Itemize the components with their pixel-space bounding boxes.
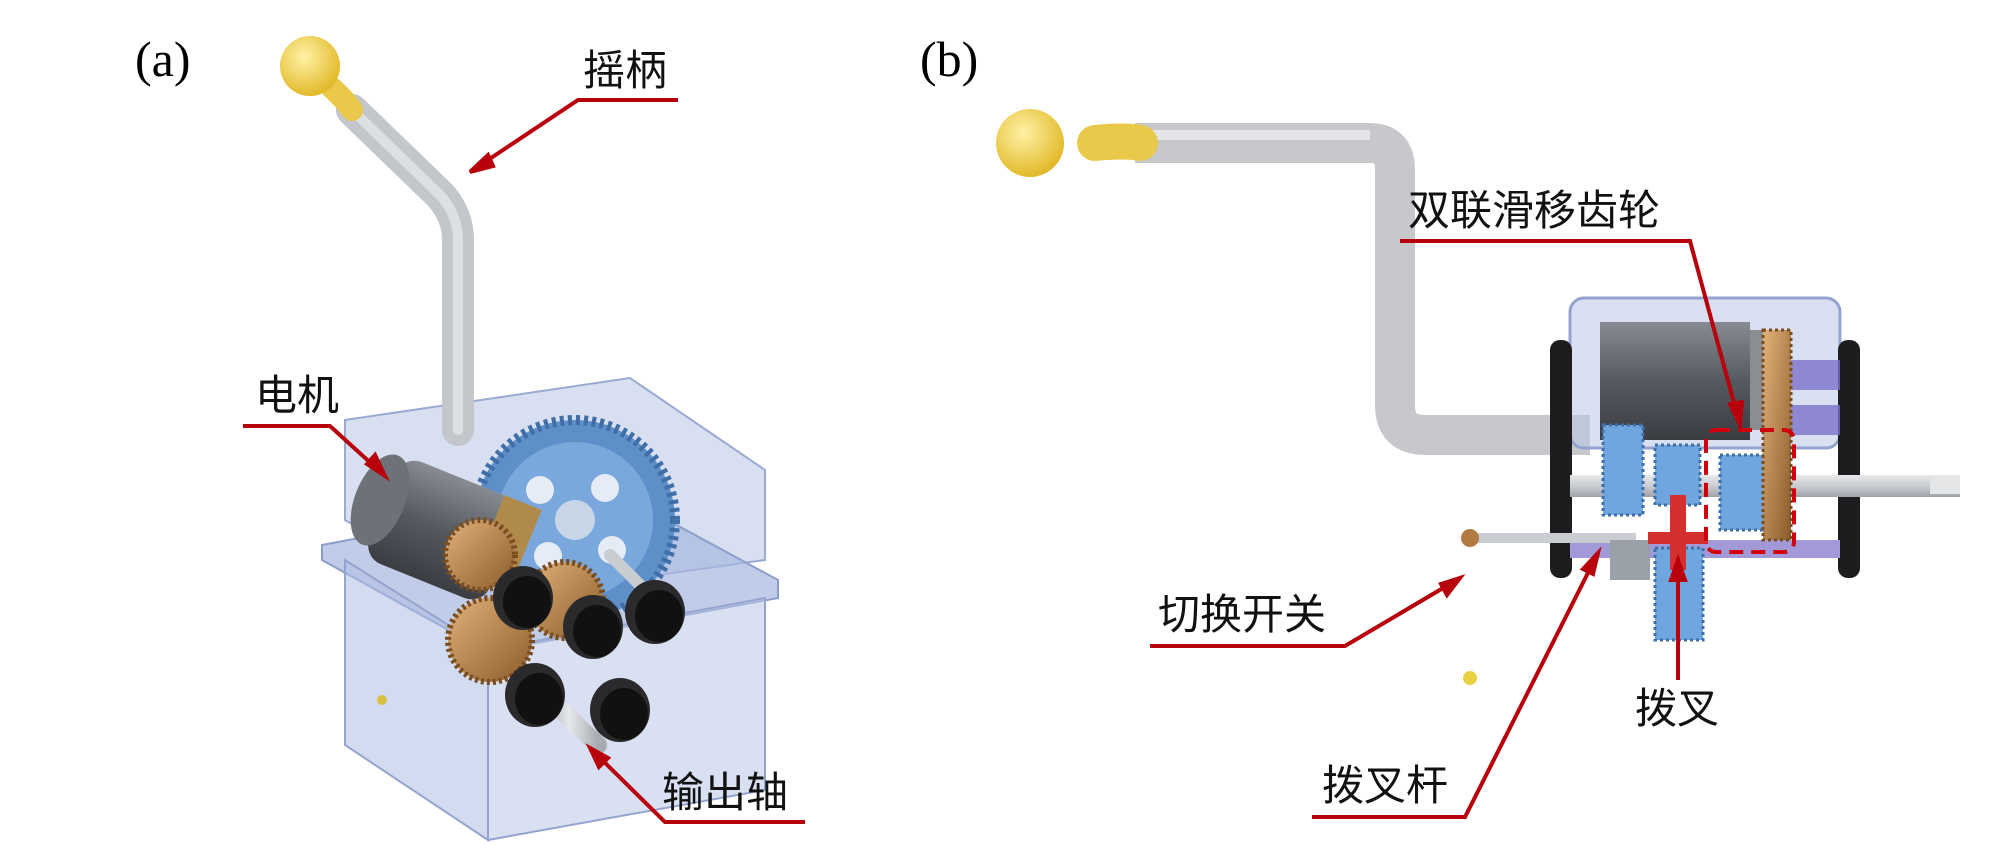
callout-crank: 摇柄 bbox=[583, 46, 668, 95]
crank-handle bbox=[280, 36, 474, 446]
callout-switch: 切换开关 bbox=[1158, 590, 1327, 639]
side-plate-right bbox=[1838, 340, 1860, 578]
panel-b-leaders bbox=[1150, 239, 1745, 819]
crank-knob-b bbox=[996, 109, 1064, 177]
callout-shift-fork: 拨叉 bbox=[1635, 684, 1720, 733]
crank-knob bbox=[280, 36, 340, 96]
motor-b bbox=[1600, 322, 1750, 440]
callout-double-sliding-gear: 双联滑移齿轮 bbox=[1408, 186, 1661, 235]
panel-a-leaders bbox=[243, 98, 805, 824]
gear-blue-1 bbox=[1601, 423, 1645, 517]
callout-motor: 电机 bbox=[255, 371, 340, 420]
panel-a-label: (a) bbox=[135, 31, 191, 87]
black-caps bbox=[493, 566, 685, 742]
callout-shift-fork-rod: 拨叉杆 bbox=[1322, 761, 1449, 810]
double-sliding-gear-highlight bbox=[1704, 428, 1796, 554]
side-plate-left bbox=[1550, 340, 1572, 578]
shift-fork bbox=[1648, 495, 1708, 570]
callout-output-shaft: 输出轴 bbox=[662, 768, 789, 817]
panel-b-drawing bbox=[996, 109, 1960, 819]
fork-rod-bar bbox=[1466, 533, 1636, 543]
panel-a-drawing bbox=[243, 36, 805, 842]
crank-handle-b bbox=[996, 109, 1590, 455]
double-sliding-gear-large bbox=[1761, 328, 1793, 542]
panel-b-label: (b) bbox=[920, 31, 979, 87]
bronze-gear-3 bbox=[442, 517, 518, 593]
